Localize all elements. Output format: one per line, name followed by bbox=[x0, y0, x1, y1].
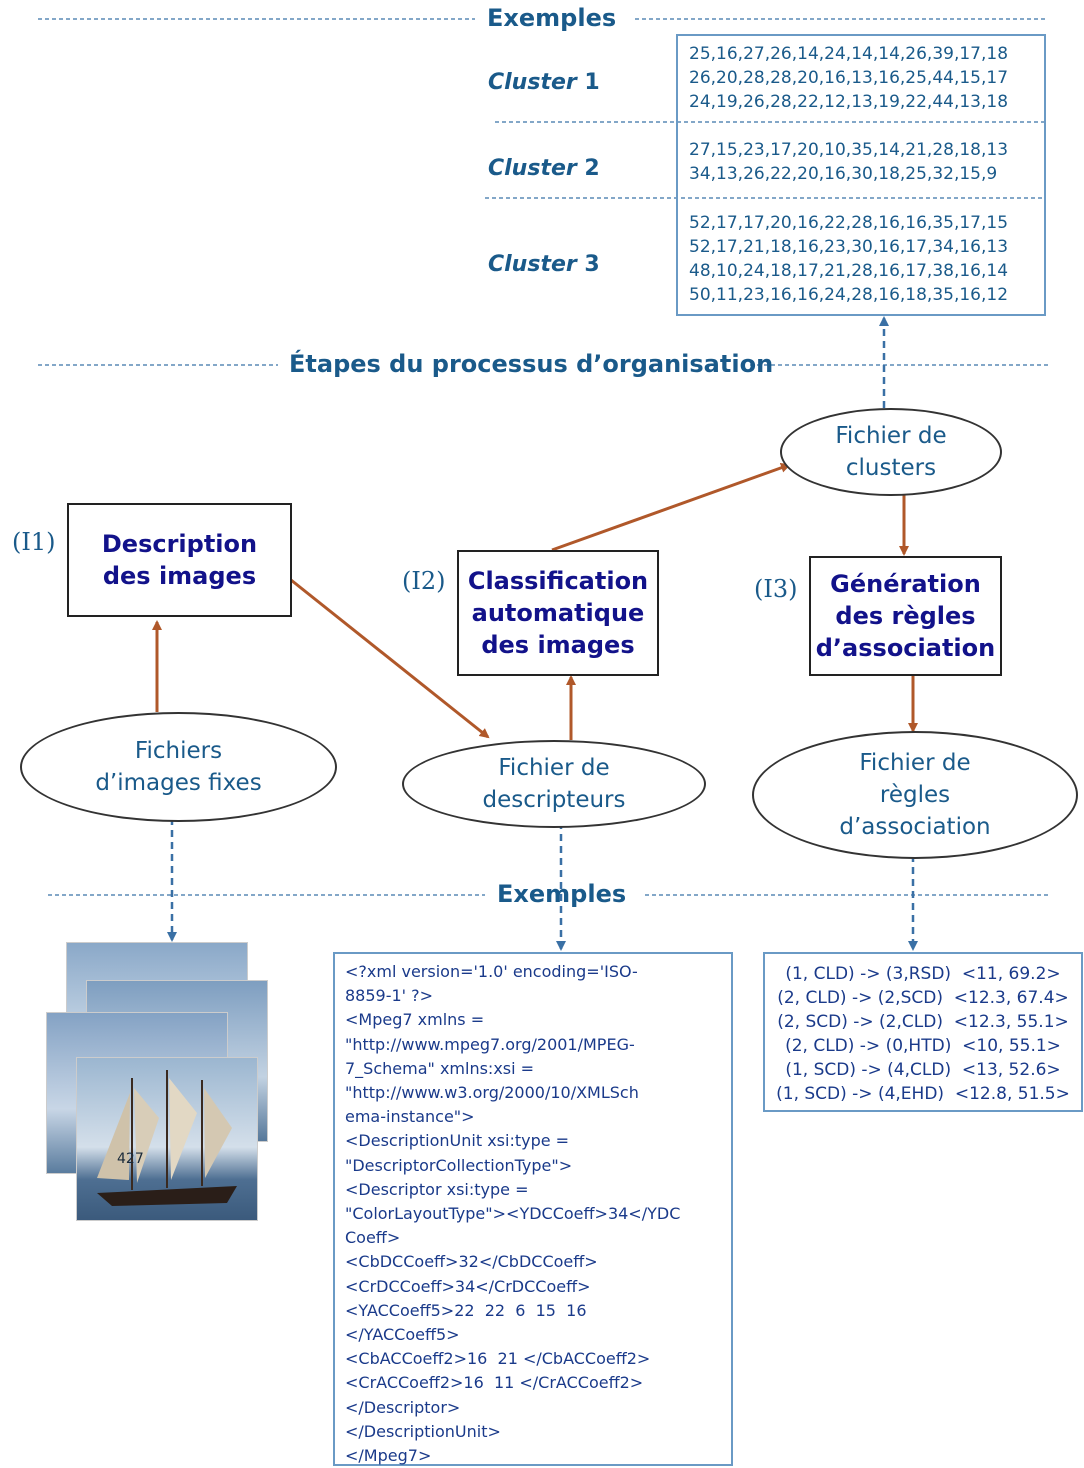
svg-text:427: 427 bbox=[117, 1151, 144, 1167]
rule-line: (2, CLD) -> (0,HTD) <10, 55.1> bbox=[785, 1036, 1061, 1056]
xml-line: ema-instance"> bbox=[345, 1107, 475, 1127]
ship-photo-front: 427 bbox=[76, 1057, 258, 1221]
xml-line: <?xml version='1.0' encoding='ISO- bbox=[345, 962, 638, 981]
arrow-classification-to-clusters bbox=[551, 462, 791, 552]
step-id-i3: (I3) bbox=[754, 575, 798, 603]
rule-line: (1, CLD) -> (3,RSD) <11, 69.2> bbox=[785, 964, 1061, 984]
xml-line: <CbACCoeff2>16 21 </CbACCoeff2> bbox=[345, 1349, 651, 1369]
cluster-3-values: 52,17,17,20,16,22,28,16,16,35,17,15 52,1… bbox=[689, 211, 1008, 307]
xml-line: 7_Schema" xmlns:xsi = bbox=[345, 1058, 535, 1078]
cluster-row: 34,13,26,22,20,16,30,18,25,32,15,9 bbox=[689, 164, 998, 184]
xml-line: </Descriptor> bbox=[345, 1397, 461, 1417]
step-id-i2: (I2) bbox=[402, 567, 446, 595]
xml-line: <CrACCoeff2>16 11 </CrACCoeff2> bbox=[345, 1373, 644, 1393]
cluster-row: 24,19,26,28,22,12,13,19,22,44,13,18 bbox=[689, 92, 1009, 112]
rule-line: (2, SCD) -> (2,CLD) <12.3, 55.1> bbox=[777, 1012, 1069, 1032]
cluster-row: 26,20,28,28,20,16,13,16,25,44,15,17 bbox=[689, 68, 1009, 88]
cluster-label-3: Cluster 3 bbox=[488, 252, 600, 277]
xml-line: "http://www.w3.org/2000/10/XMLSch bbox=[345, 1083, 639, 1103]
top-section-title: Exemples bbox=[487, 4, 617, 32]
cluster-row: 27,15,23,17,20,10,35,14,21,28,18,13 bbox=[689, 140, 1009, 160]
rule-line: (2, CLD) -> (2,SCD) <12.3, 67.4> bbox=[777, 988, 1069, 1008]
bottom-section-title: Exemples bbox=[497, 880, 627, 908]
cluster-1-values: 25,16,27,26,14,24,14,14,26,39,17,18 26,2… bbox=[689, 42, 1008, 114]
image-stack: 427 bbox=[46, 942, 271, 1222]
xml-line: "ColorLayoutType"><YDCCoeff>34</YDC bbox=[345, 1204, 681, 1224]
cluster-2-values: 27,15,23,17,20,10,35,14,21,28,18,13 34,1… bbox=[689, 138, 1008, 186]
xml-line: </DescriptionUnit> bbox=[345, 1421, 501, 1441]
xml-line: Coeff> bbox=[345, 1228, 401, 1248]
cluster-row: 48,10,24,18,17,21,28,16,17,38,16,14 bbox=[689, 261, 1009, 281]
cluster-row: 52,17,17,20,16,22,28,16,16,35,17,15 bbox=[689, 213, 1009, 233]
xml-descriptor-example: <?xml version='1.0' encoding='ISO- 8859-… bbox=[333, 952, 733, 1466]
xml-line: "DescriptorCollectionType"> bbox=[345, 1155, 573, 1175]
cluster-row: 50,11,23,16,16,24,28,16,18,35,16,12 bbox=[689, 285, 1009, 305]
cluster-data-box bbox=[676, 34, 1046, 316]
xml-line: </YACCoeff5> bbox=[345, 1325, 460, 1345]
xml-line: <DescriptionUnit xsi:type = bbox=[345, 1131, 570, 1151]
cluster-row: 25,16,27,26,14,24,14,14,26,39,17,18 bbox=[689, 44, 1009, 64]
xml-line: <CbDCCoeff>32</CbDCCoeff> bbox=[345, 1252, 598, 1272]
cluster-row: 52,17,21,18,16,23,30,16,17,34,16,13 bbox=[689, 237, 1009, 257]
sailing-ship-icon: 427 bbox=[97, 1070, 237, 1206]
step-id-i1: (I1) bbox=[12, 528, 56, 556]
xml-line: 8859-1' ?> bbox=[345, 986, 434, 1006]
xml-line: <YACCoeff5>22 22 6 15 16 bbox=[345, 1300, 587, 1320]
rule-line: (1, SCD) -> (4,CLD) <13, 52.6> bbox=[785, 1060, 1061, 1080]
xml-line: </Mpeg7> bbox=[345, 1446, 432, 1466]
xml-line: <Mpeg7 xmlns = bbox=[345, 1010, 485, 1030]
cluster-label-2: Cluster 2 bbox=[488, 156, 600, 181]
arrow-description-to-descriptors bbox=[290, 578, 490, 739]
xml-line: <Descriptor xsi:type = bbox=[345, 1179, 529, 1199]
cluster-label-1: Cluster 1 bbox=[488, 70, 600, 95]
association-rules-example: (1, CLD) -> (3,RSD) <11, 69.2> (2, CLD) … bbox=[763, 952, 1083, 1112]
rule-line: (1, SCD) -> (4,EHD) <12.8, 51.5> bbox=[776, 1084, 1070, 1104]
xml-line: "http://www.mpeg7.org/2001/MPEG- bbox=[345, 1034, 635, 1054]
xml-line: <CrDCCoeff>34</CrDCCoeff> bbox=[345, 1276, 591, 1296]
middle-section-title: Étapes du processus d’organisation bbox=[289, 350, 774, 378]
